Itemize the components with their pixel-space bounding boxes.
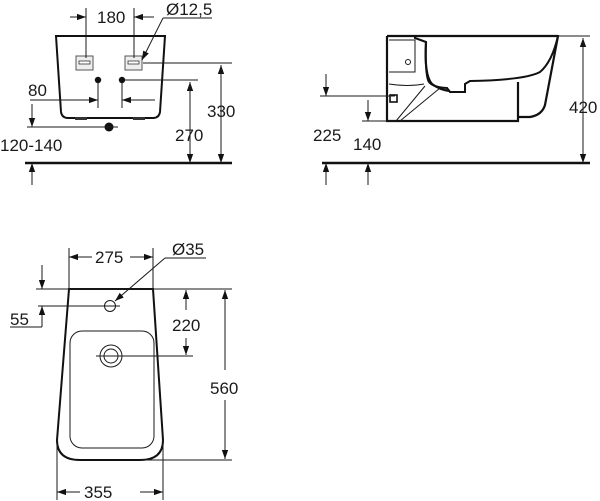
dim-inlet-height: 270 [175, 126, 203, 145]
bidet-rear-outline [54, 35, 167, 119]
dim-side-inlet-height: 225 [313, 126, 341, 145]
dim-rear-width: 275 [95, 248, 123, 267]
dim-width: 355 [84, 483, 112, 501]
dim-tap-hole: Ø35 [172, 240, 204, 259]
fixing-slot-right [124, 55, 143, 71]
top-view: 275 Ø35 55 220 560 355 [10, 240, 238, 501]
dim-depth: 560 [210, 379, 238, 398]
inlet-hole-right [118, 76, 126, 84]
dim-fixing-hole: Ø12,5 [166, 0, 212, 19]
dim-fixing-height: 330 [207, 102, 235, 121]
dim-side-waste-height: 140 [353, 135, 381, 154]
dim-waste-offset: 220 [172, 316, 200, 335]
fixing-slot-left [75, 55, 94, 71]
foot-left [75, 117, 87, 120]
bidet-top-outline [55, 288, 165, 461]
dim-fixing-spacing: 180 [97, 8, 125, 27]
bowl-inner-outline [69, 330, 155, 449]
fixing-hole-side [405, 59, 411, 65]
dim-tap-hole-offset: 55 [10, 310, 29, 329]
dim-rim-height: 420 [569, 98, 597, 117]
dim-inlet-spacing: 80 [28, 81, 47, 100]
inlet-hole-left [94, 76, 102, 84]
side-view: 225 140 420 [313, 34, 597, 185]
dim-waste-height: 120-140 [0, 136, 62, 155]
foot-right [133, 117, 145, 120]
rear-view: 180 Ø12,5 80 120-140 270 330 [0, 0, 235, 185]
bowl-outline [387, 35, 560, 93]
